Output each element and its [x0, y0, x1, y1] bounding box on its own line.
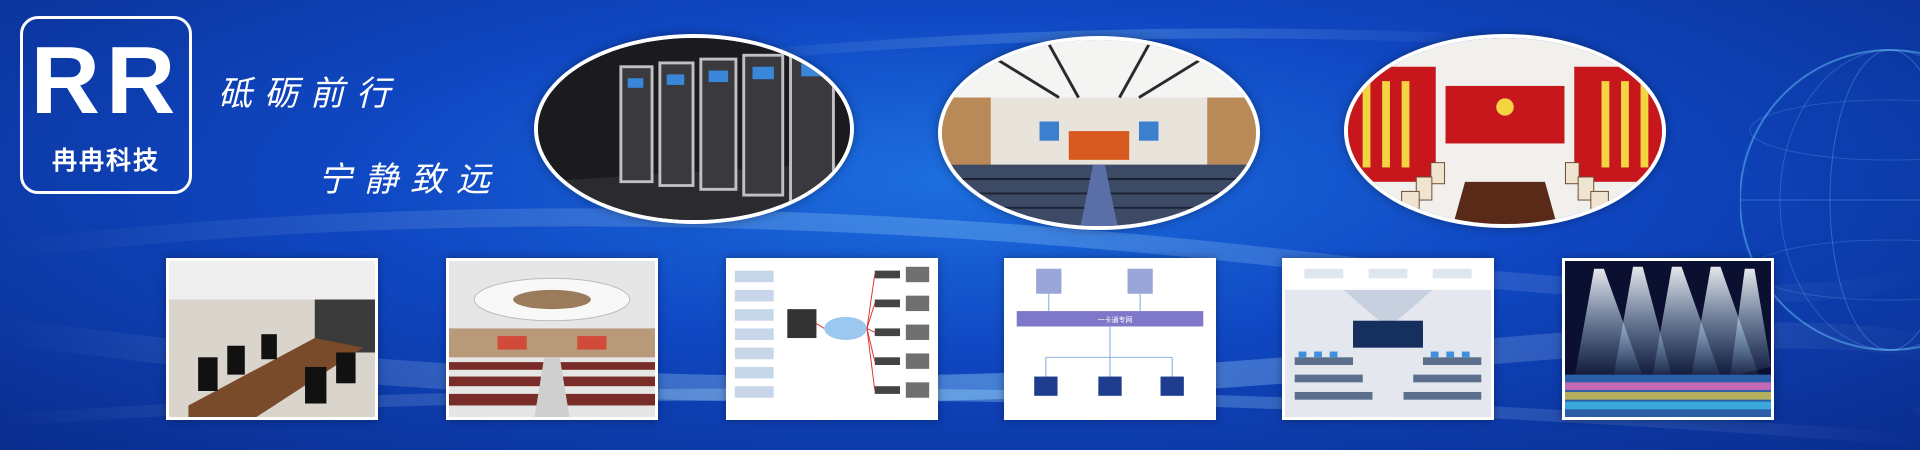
company-name: 冉冉科技 — [51, 146, 160, 175]
meeting-room-photo — [1344, 34, 1666, 228]
training-room-photo — [1282, 258, 1494, 420]
card-network-diagram: 一卡通专网 — [1004, 258, 1216, 420]
stage-lighting-photo — [1562, 258, 1774, 420]
slogan-2: 宁静致远 — [318, 160, 502, 200]
lecture-hall-photo — [446, 258, 658, 420]
auditorium-photo — [938, 36, 1260, 230]
company-logo: RR 冉冉科技 — [20, 16, 192, 194]
globe-graphic — [1740, 49, 1920, 351]
slogan-1: 砥砺前行 — [218, 74, 402, 114]
network-bar-label: 一卡通专网 — [1097, 316, 1133, 324]
system-diagram — [726, 258, 938, 420]
logo-mark: RR — [30, 27, 182, 134]
conference-room-photo — [166, 258, 378, 420]
server-rack-photo — [534, 34, 854, 224]
